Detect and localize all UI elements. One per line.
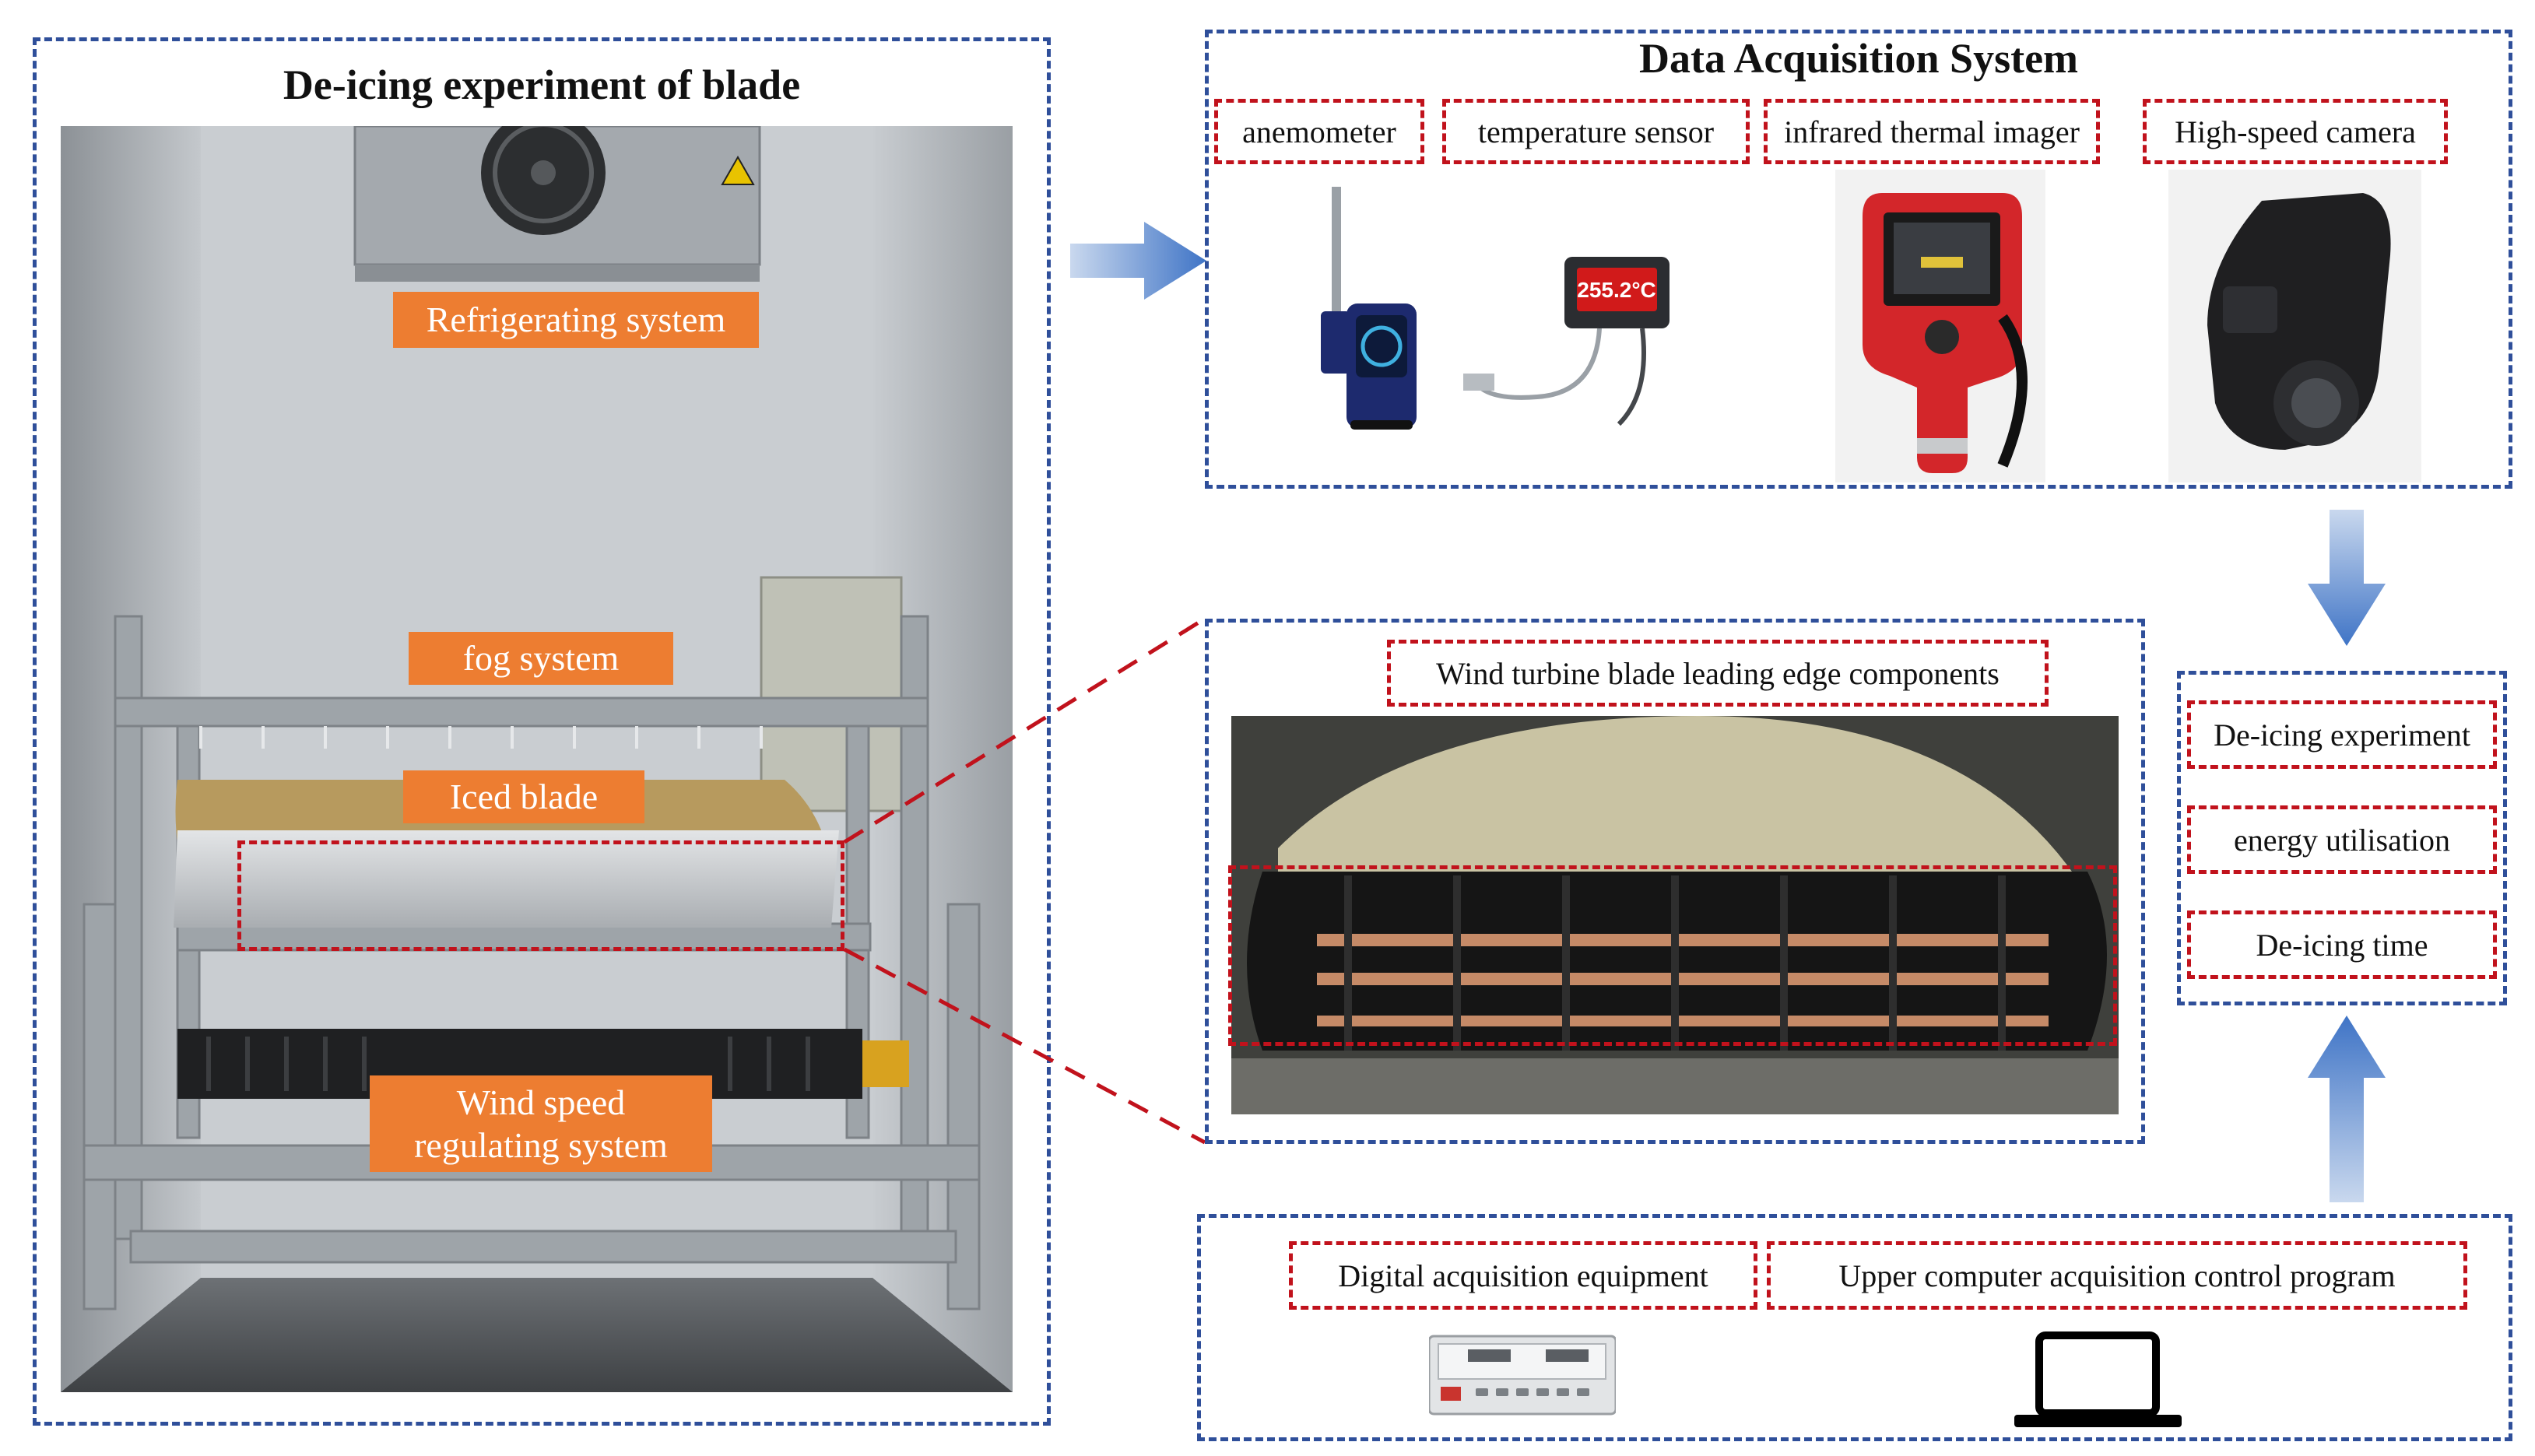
label-iced-blade: Iced blade xyxy=(403,770,644,823)
temperature-sensor-icon: 255.2°C xyxy=(1463,257,1670,426)
anemometer-icon xyxy=(1321,187,1417,430)
right-arrow-icon xyxy=(1070,222,1206,300)
camera-icon xyxy=(2207,193,2391,450)
bottom-panel-frame xyxy=(1197,1214,2512,1441)
daq-item-infrared-imager: infrared thermal imager xyxy=(1764,99,2100,164)
laptop-icon xyxy=(2014,1331,2182,1427)
temp-readout: 255.2°C xyxy=(1577,278,1656,302)
up-arrow-icon xyxy=(2308,1016,2386,1202)
iced-blade-highlight xyxy=(237,840,844,951)
left-panel-title: De-icing experiment of blade xyxy=(283,61,801,108)
high-speed-camera-photo xyxy=(2168,170,2421,482)
blade-panel-frame xyxy=(1205,619,2145,1144)
daq-item-high-speed-camera: High-speed camera xyxy=(2143,99,2448,164)
acquisition-device-icon xyxy=(1429,1335,1616,1416)
result-deicing-time: De-icing time xyxy=(2187,910,2497,979)
daq-panel-frame xyxy=(1205,30,2512,489)
blade-component-label: Wind turbine blade leading edge componen… xyxy=(1387,640,2049,707)
results-panel-frame xyxy=(2177,671,2507,1005)
infrared-imager-photo xyxy=(1835,170,2045,482)
daq-panel-title: Data Acquisition System xyxy=(1638,35,2079,82)
bottom-item-upper-computer-program: Upper computer acquisition control progr… xyxy=(1767,1241,2467,1310)
label-refrigerating-system: Refrigerating system xyxy=(393,292,759,348)
down-arrow-icon xyxy=(2308,510,2386,646)
label-fog-system: fog system xyxy=(409,632,673,685)
blade-component-highlight xyxy=(1228,865,2117,1046)
bottom-item-digital-acquisition: Digital acquisition equipment xyxy=(1289,1241,1757,1310)
blade-component-photo xyxy=(1231,716,2119,1114)
result-energy-utilisation: energy utilisation xyxy=(2187,805,2497,874)
blade-leading-edge-illustration xyxy=(1231,716,2119,1114)
result-deicing-experiment: De-icing experiment xyxy=(2187,700,2497,769)
infrared-imager-icon xyxy=(1863,193,2028,473)
left-panel-frame xyxy=(33,37,1051,1426)
label-wind-speed-system: Wind speed regulating system xyxy=(370,1075,712,1172)
daq-item-temperature-sensor: temperature sensor xyxy=(1442,99,1750,164)
daq-item-anemometer: anemometer xyxy=(1214,99,1424,164)
